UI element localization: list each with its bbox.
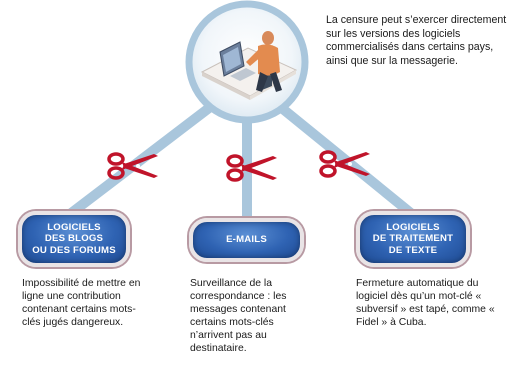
scissors-blogs <box>107 152 158 180</box>
category-pill-word-processing: LOGICIELS DE TRAITEMENT DE TEXTE <box>356 211 470 267</box>
category-label-blogs: LOGICIELS DES BLOGS OU DES FORUMS <box>32 221 116 256</box>
category-pill-blogs: LOGICIELS DES BLOGS OU DES FORUMS <box>18 211 130 267</box>
category-label-email: E-MAILS <box>226 234 267 246</box>
category-label-word-processing: LOGICIELS DE TRAITEMENT DE TEXTE <box>372 221 454 256</box>
scissors-icon <box>226 154 277 182</box>
scissors-text <box>319 150 370 178</box>
scissors-icon <box>319 150 370 178</box>
category-description-email: Surveillance de la correspondance : les … <box>190 278 287 354</box>
scissors-icon <box>107 152 158 180</box>
intro-text: La censure peut s’exercer directement su… <box>326 14 507 67</box>
category-description-word-processing: Fermeture automatique du logiciel dès qu… <box>356 278 495 328</box>
computer-user-icon <box>200 31 298 100</box>
category-pill-email: E-MAILS <box>189 218 304 262</box>
connector-blogs <box>65 87 235 219</box>
connector-text <box>257 87 417 219</box>
central-hub <box>185 0 309 124</box>
category-description-blogs: Impossibilité de mettre en ligne une con… <box>22 278 141 328</box>
connector-lines <box>65 87 417 225</box>
scissors-email <box>226 154 277 182</box>
